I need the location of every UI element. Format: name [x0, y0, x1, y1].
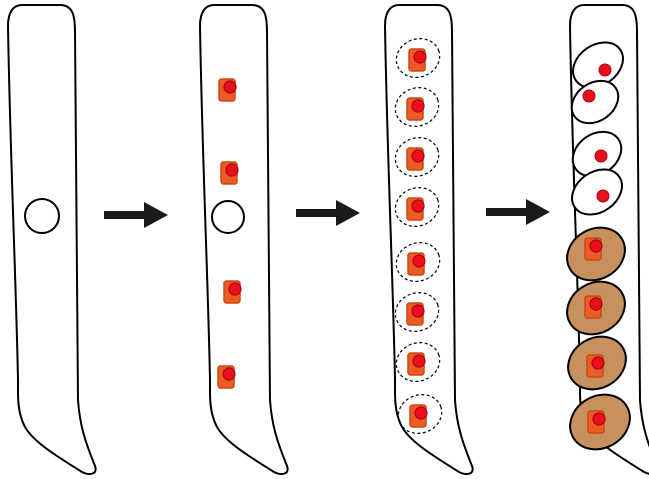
- ascus-outline: [385, 5, 473, 474]
- ascus-outline: [8, 5, 96, 474]
- plastid-with-nucleus: [219, 79, 236, 101]
- plastid-with-nucleus: [407, 198, 424, 220]
- panel-2-nuclear-division: [200, 5, 288, 474]
- right-arrow-icon: [486, 199, 550, 225]
- nucleus: [25, 199, 59, 233]
- plastid-with-nucleus: [408, 253, 425, 275]
- plastid-with-nucleus: [407, 148, 424, 170]
- plastid-with-nucleus: [224, 281, 241, 303]
- plastid-with-nucleus: [407, 303, 424, 325]
- plastid-with-nucleus: [221, 162, 238, 184]
- right-arrow-icon: [104, 202, 168, 228]
- panel-4-spores: [558, 5, 649, 474]
- plastid-with-nucleus: [218, 366, 235, 388]
- nucleus: [212, 201, 244, 233]
- plastid-with-nucleus: [410, 405, 427, 427]
- panel-1-single-nucleus: [8, 5, 96, 474]
- right-arrow-icon: [296, 200, 360, 226]
- ascus-outline: [200, 5, 288, 474]
- plastid-with-nucleus: [407, 98, 424, 120]
- plastid-with-nucleus: [408, 353, 425, 375]
- panel-3-cellularization: [385, 5, 473, 474]
- plastid-with-nucleus: [409, 49, 426, 71]
